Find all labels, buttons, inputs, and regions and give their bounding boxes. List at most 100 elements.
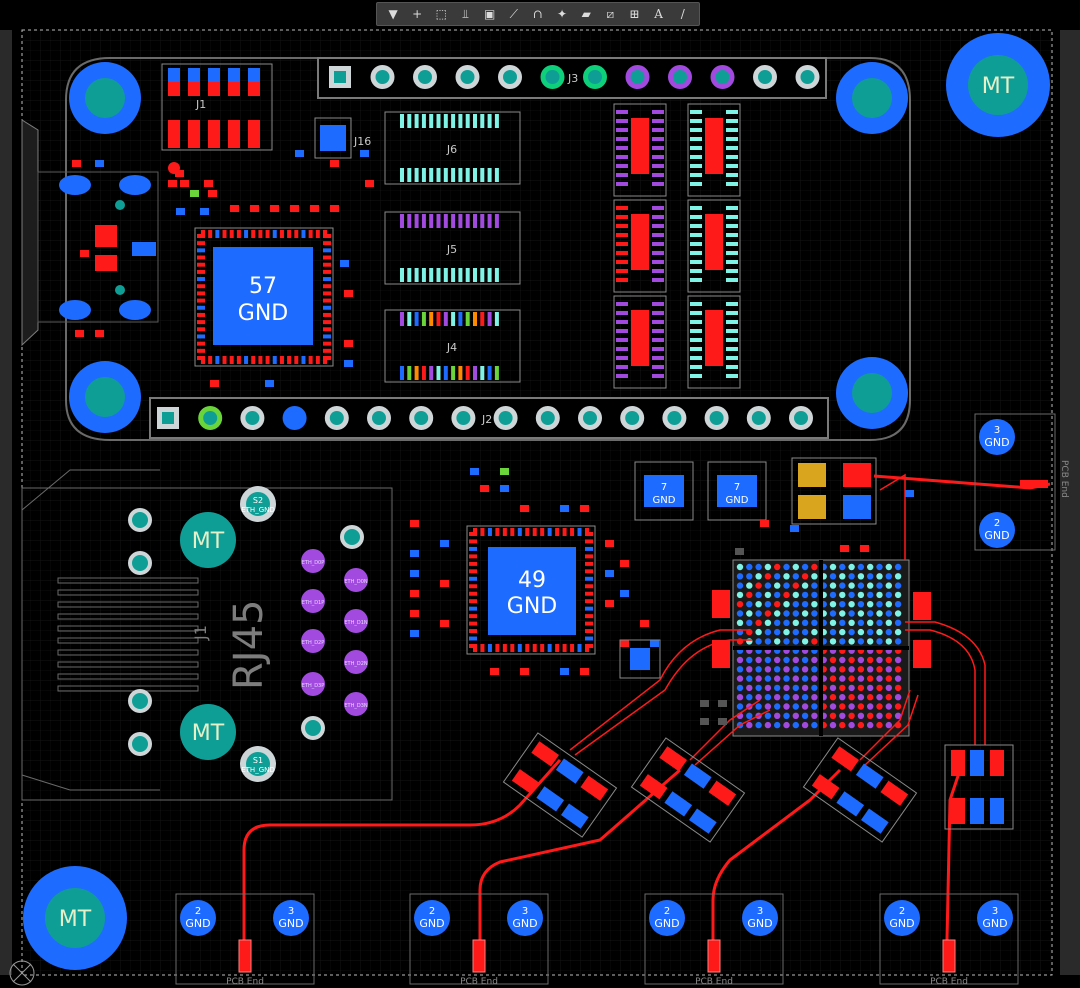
line-tool-icon[interactable]: / xyxy=(680,7,685,21)
soic-chip xyxy=(613,199,667,293)
right-edge-band xyxy=(1060,30,1080,975)
regulator-right: 7 GND xyxy=(707,461,767,521)
smd-pad xyxy=(605,600,614,607)
smd-pad xyxy=(840,545,849,552)
text-tool-icon[interactable]: A xyxy=(654,7,663,21)
smd-pad xyxy=(208,190,217,197)
smd-pad xyxy=(520,668,529,675)
route-icon[interactable]: ⟋ xyxy=(509,6,518,21)
right-rf-connector: 3 GND 2 GND PCB End xyxy=(974,413,1069,551)
vertical-filter xyxy=(944,744,1014,830)
rj45-shield-s2: S2 ETH_GND xyxy=(240,486,276,522)
smd-pad xyxy=(410,550,419,557)
smd-pad xyxy=(340,260,349,267)
smd-pad xyxy=(790,525,799,532)
smd-pad xyxy=(360,150,369,157)
j16-label: J16 xyxy=(353,135,371,148)
smd-pad xyxy=(640,620,649,627)
pcb-end-label: PCB End xyxy=(1059,460,1069,498)
smd-pad xyxy=(95,160,104,167)
smd-pad xyxy=(520,505,529,512)
smd-pad xyxy=(860,545,869,552)
usb-shield-pad xyxy=(119,300,151,320)
rj45-led-pad xyxy=(128,732,152,756)
pcb-end-label: PCB End xyxy=(226,977,264,987)
soic-chip xyxy=(687,103,741,197)
rj45-pin-net: ETH_D0N xyxy=(344,579,368,585)
mount-hole-tr xyxy=(836,62,908,134)
pad-net: GND xyxy=(984,436,1009,449)
smd-pad xyxy=(265,380,274,387)
mt-label: MT xyxy=(982,74,1015,99)
diff-pair-icon[interactable]: ∩ xyxy=(532,7,543,21)
connector-j1: J1 xyxy=(161,63,273,151)
regulator-left: 7 GND xyxy=(634,461,694,521)
fine-traces xyxy=(569,473,986,766)
smd-pad xyxy=(310,205,319,212)
smd-pad xyxy=(168,180,177,187)
smd-pad xyxy=(230,205,239,212)
pcb-toolbar: ▼ + ⬚ ⫫ ▣ ⟋ ∩ ✦ ▰ ⧄ ⊞ A / xyxy=(376,2,700,26)
smd-pad xyxy=(580,668,589,675)
mt-label: MT xyxy=(59,907,92,932)
smd-pad xyxy=(270,205,279,212)
rj45-led-pad xyxy=(128,689,152,713)
align-icon[interactable]: ⫫ xyxy=(462,6,469,21)
smd-pad xyxy=(500,485,509,492)
smd-pad xyxy=(470,468,479,475)
usb-footprint xyxy=(37,171,159,323)
smd-pad xyxy=(712,640,730,668)
dimension-icon[interactable]: ⧄ xyxy=(606,6,615,21)
j4-label: J4 xyxy=(446,341,457,354)
bga-package xyxy=(732,559,910,737)
chip-j4: J4 xyxy=(384,309,521,383)
pad-number: 3 xyxy=(992,906,998,917)
smd-pad xyxy=(913,640,931,668)
smd-pad xyxy=(72,160,81,167)
mt-hole-bottom-left: MT xyxy=(23,866,127,970)
smd-pad xyxy=(190,190,199,197)
place-cross-icon[interactable]: + xyxy=(412,7,423,21)
rf-balun xyxy=(502,732,618,838)
graph-icon[interactable]: ⊞ xyxy=(629,7,640,21)
smd-pad xyxy=(500,468,509,475)
smd-pad xyxy=(735,548,744,555)
smd-pad xyxy=(344,340,353,347)
rj45-pin-net: ETH_D2P xyxy=(302,640,325,646)
j5-label: J5 xyxy=(446,243,457,256)
smd-pad xyxy=(700,700,709,707)
rj45-led-pad xyxy=(340,525,364,549)
rf-traces xyxy=(242,474,1051,941)
fill-icon[interactable]: ▰ xyxy=(581,7,591,21)
via xyxy=(115,285,125,295)
smd-pad xyxy=(410,570,419,577)
smd-pad xyxy=(410,630,419,637)
pad-number: 3 xyxy=(522,906,528,917)
highlight-icon[interactable]: ✦ xyxy=(557,7,568,21)
select-rect-icon[interactable]: ⬚ xyxy=(435,7,448,21)
smd-pad xyxy=(365,180,374,187)
rj45-pin: ETH_D1P xyxy=(301,589,325,613)
chip-j5: J5 xyxy=(384,211,521,285)
rj45-mt-top: MT xyxy=(180,512,236,568)
smd-pad xyxy=(75,330,84,337)
smd-pad xyxy=(200,208,209,215)
smd-pad xyxy=(344,360,353,367)
smd-pad xyxy=(605,540,614,547)
rj45-pin: ETH_D0P xyxy=(301,549,325,573)
header-j3 xyxy=(317,57,827,99)
component-icon[interactable]: ▣ xyxy=(483,7,496,21)
pad-net: GND xyxy=(278,917,303,930)
rj45-pin: ETH_D0N xyxy=(344,568,368,592)
s2-net: ETH_GND xyxy=(241,506,275,514)
s1-label: S1 xyxy=(253,756,263,765)
reg-pad-number: 7 xyxy=(734,482,740,493)
filter-tool-icon[interactable]: ▼ xyxy=(388,7,398,21)
mount-hole-bl xyxy=(69,361,141,433)
pad-49-net: GND xyxy=(507,594,557,619)
chip-j6: J6 xyxy=(384,111,521,185)
